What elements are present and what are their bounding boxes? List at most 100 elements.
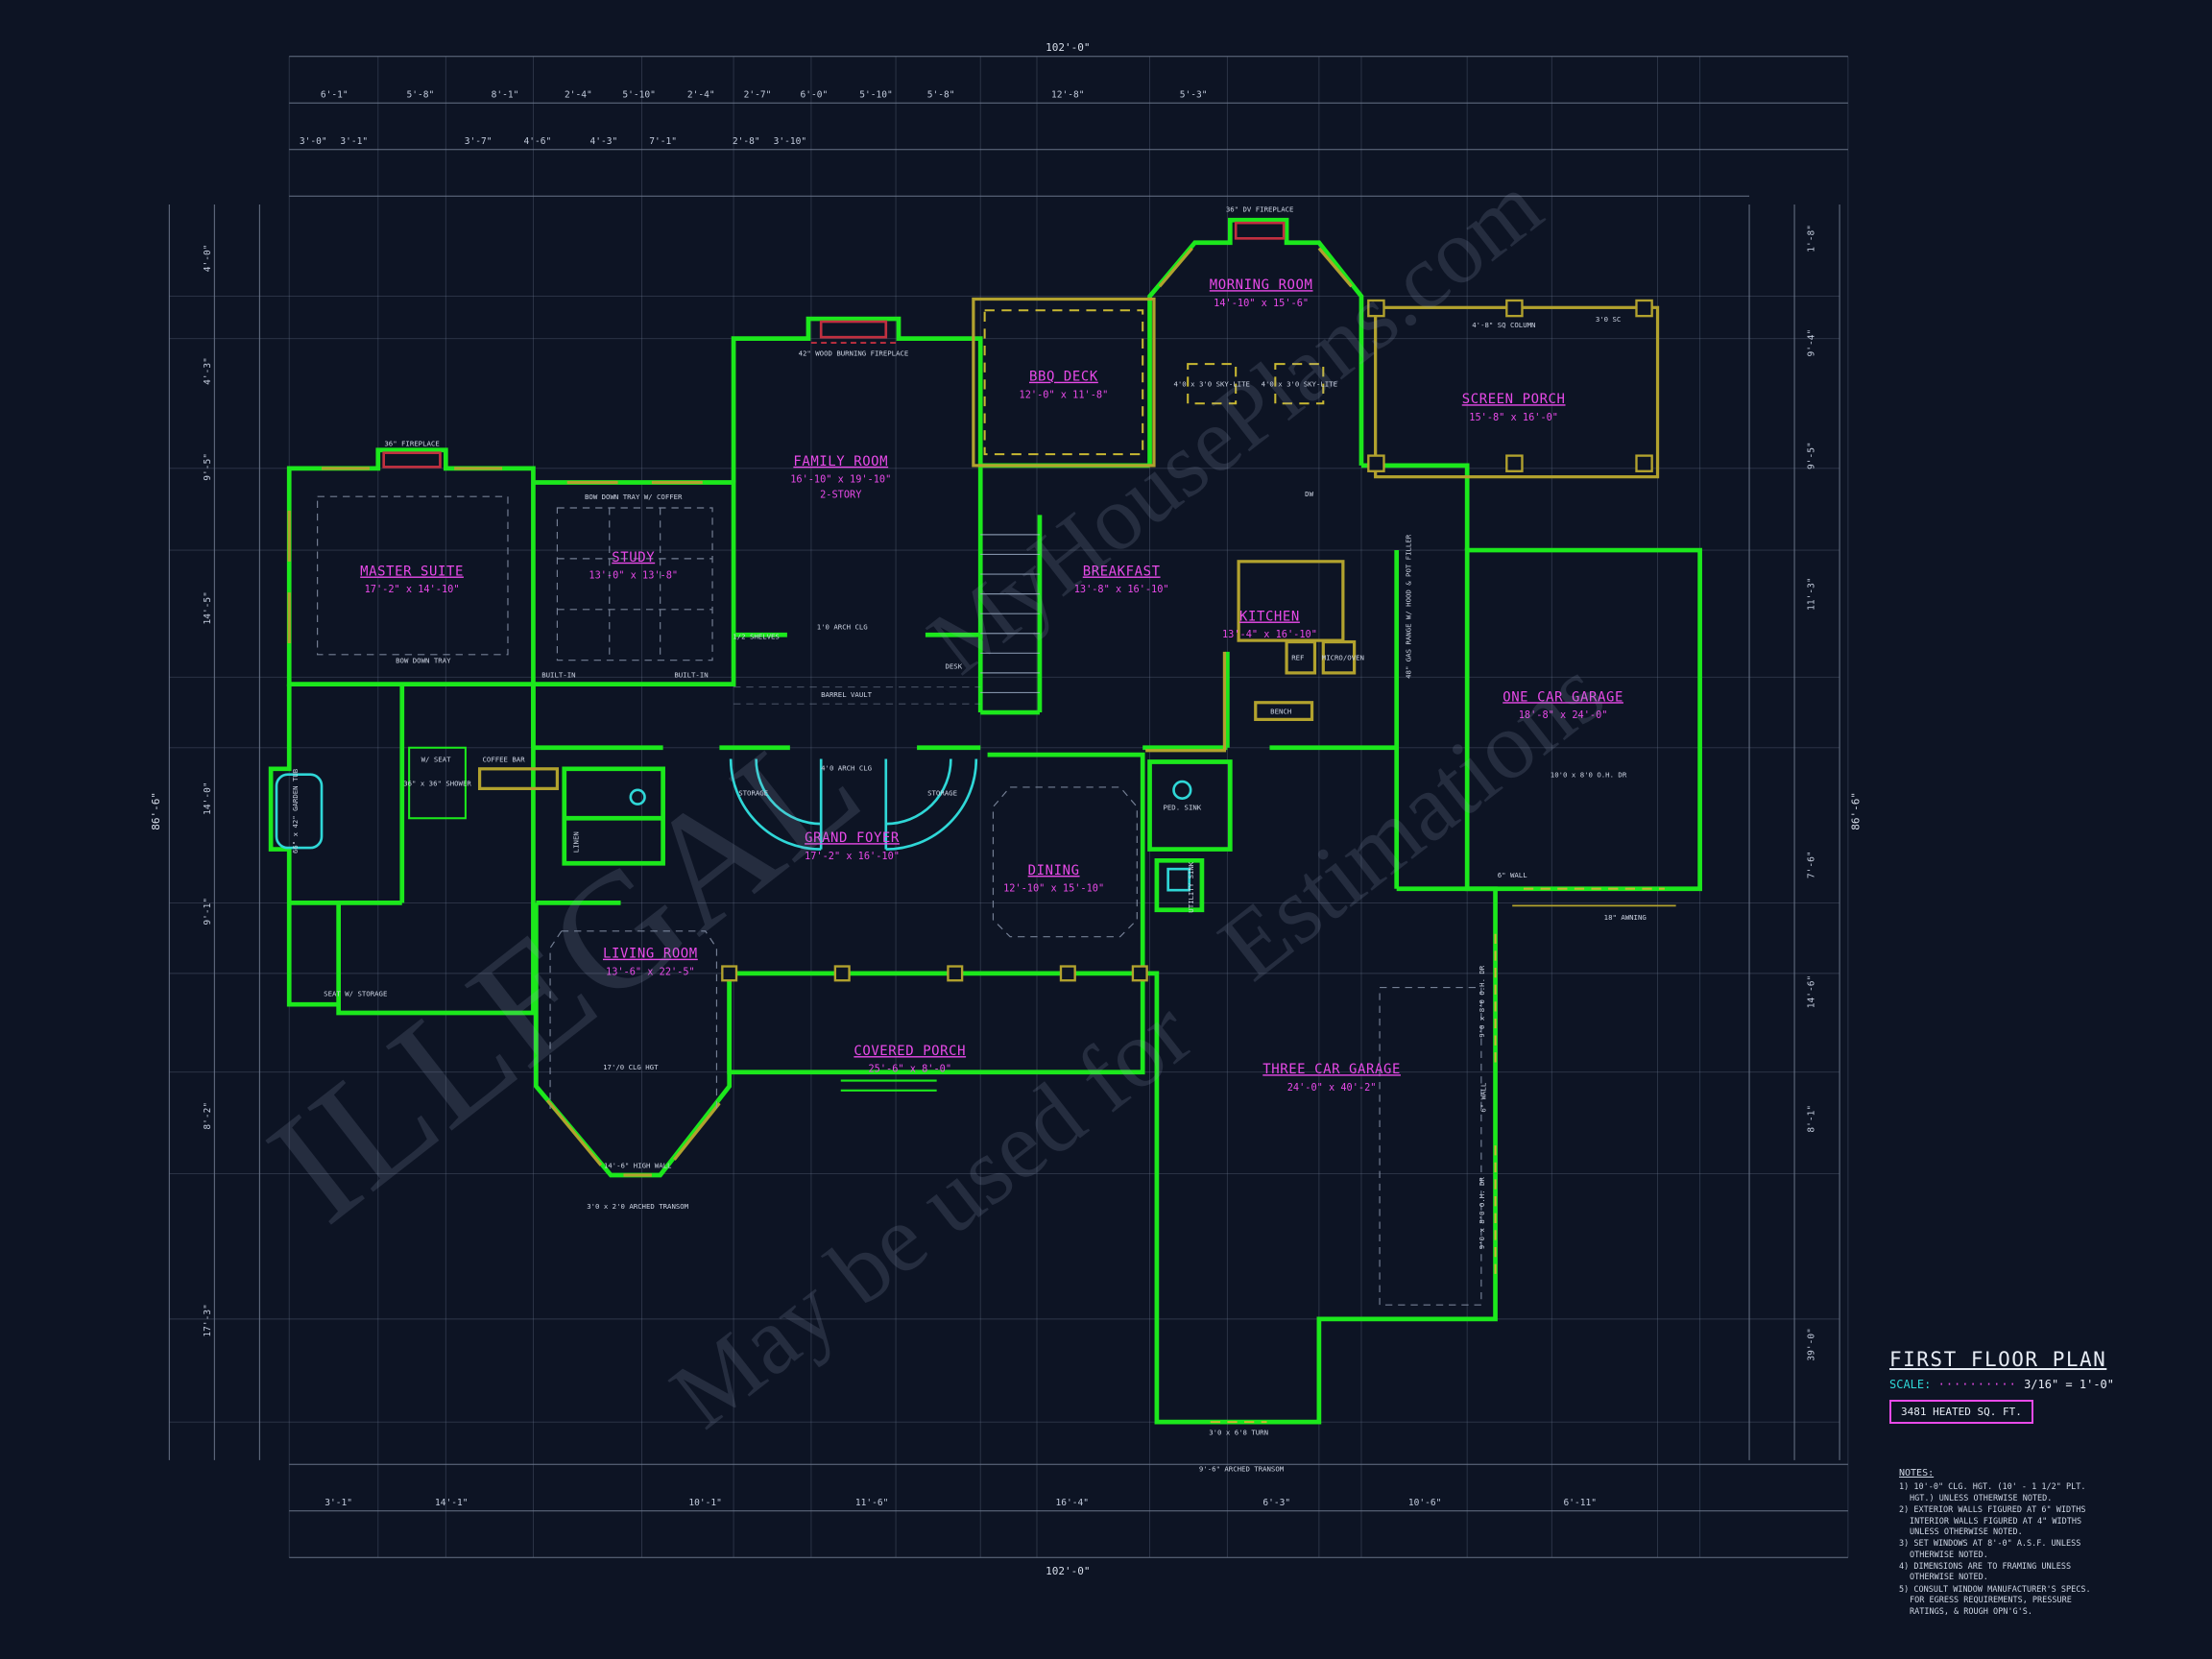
room-dims: 17'-2" x 14'-10": [365, 584, 460, 595]
sky-lite: [1274, 363, 1325, 405]
annotation: 36" x 36" SHOWER: [403, 779, 471, 787]
grand-stairs-and-fixtures: [275, 758, 1192, 892]
dim-label: 4'-6": [523, 136, 551, 147]
room-label-grand-foyer: GRAND FOYER: [805, 830, 900, 846]
dim-label: 8'-2": [203, 1102, 213, 1130]
dim-label: 1'-8": [1807, 225, 1817, 252]
room-label-one-car-garage: ONE CAR GARAGE: [1503, 689, 1623, 705]
overall-height-right: 86'-6": [1850, 792, 1863, 830]
overall-height-left: 86'-6": [150, 792, 162, 830]
dim-label: 11'-3": [1807, 577, 1817, 610]
room-dims: 14'-10" x 15'-6": [1214, 298, 1309, 309]
annotation: 3'0 x 6'8 TURN: [1209, 1428, 1268, 1436]
note-item: 1) 10'-0" CLG. HGT. (10' - 1 1/2" PLT. H…: [1899, 1482, 2086, 1503]
annotation: 14'-6" HIGH WALL: [604, 1162, 672, 1170]
garden-tub: [275, 773, 324, 850]
annotation: BENCH: [1270, 708, 1291, 716]
dim-label: 6'-3": [1262, 1498, 1290, 1508]
room-dims: 24'-0" x 40'-2": [1287, 1082, 1377, 1094]
annotation: BUILT-IN: [541, 670, 575, 679]
stair-treads: [980, 534, 1040, 694]
room-label-kitchen: KITCHEN: [1239, 610, 1300, 625]
room-dims: 12'-0" x 11'-8": [1020, 389, 1109, 400]
dim-label: 2'-4": [687, 89, 715, 100]
annotation: 48" GAS RANGE W/ HOOD & POT FILLER: [1404, 534, 1412, 679]
annotation: UTILITY SINK: [1187, 861, 1195, 913]
annotation: BUILT-IN: [674, 670, 708, 679]
dim-label: 3'-10": [774, 136, 807, 147]
morning-room-fireplace: [1234, 221, 1286, 240]
note-item: 5) CONSULT WINDOW MANUFACTURER'S SPECS. …: [1899, 1584, 2091, 1617]
dim-label: 14'-1": [435, 1498, 468, 1508]
room-extra: 2-STORY: [820, 490, 861, 501]
fireplaces: [382, 221, 1286, 469]
annotation: REF: [1291, 654, 1304, 662]
dim-label: 14'-5": [203, 591, 213, 625]
room-label-living-room: LIVING ROOM: [603, 947, 698, 962]
dim-label: 3'-7": [465, 136, 493, 147]
dim-label: 5'-3": [1180, 89, 1208, 100]
annotation: LINEN: [571, 831, 580, 853]
dim-label: 5'-8": [927, 89, 955, 100]
dim-label: 4'-3": [203, 357, 213, 385]
annotations: 36" FIREPLACE 42" WOOD BURNING FIREPLACE…: [291, 204, 1647, 1473]
title-block: FIRST FLOOR PLAN SCALE: ·········· 3/16"…: [1889, 1348, 2114, 1424]
scale-dots: ··········: [1937, 1378, 2017, 1391]
note-item: 4) DIMENSIONS ARE TO FRAMING UNLESS OTHE…: [1899, 1562, 2072, 1583]
dim-label: 2'-4": [565, 89, 592, 100]
room-dims: 13'-8" x 16'-10": [1074, 584, 1169, 595]
annotation: SEAT W/ STORAGE: [324, 989, 387, 998]
room-label-three-car-garage: THREE CAR GARAGE: [1262, 1062, 1401, 1077]
notes-heading: NOTES:: [1899, 1468, 1935, 1479]
scale-label: SCALE:: [1889, 1378, 1932, 1391]
dim-label: 14'-0": [203, 781, 213, 815]
refrigerator: [1285, 639, 1317, 675]
dim-label: 6'-0": [800, 89, 828, 100]
dim-label: 10'-6": [1408, 1498, 1442, 1508]
dim-label: 14'-6": [1807, 975, 1817, 1008]
room-dims: 13'-0" x 13'-8": [589, 569, 678, 581]
annotation: COFFEE BAR: [483, 755, 526, 763]
dim-label: 3'-1": [325, 1498, 352, 1508]
annotation: 9'0 x 8'0 O.H. DR: [1478, 965, 1486, 1038]
room-dims: 17'-2" x 16'-10": [805, 851, 900, 862]
room-label-covered-porch: COVERED PORCH: [854, 1044, 966, 1059]
annotation: DESK: [945, 661, 962, 670]
annotation: 1/2 SHELVES: [733, 633, 780, 641]
dim-label: 7'-1": [649, 136, 677, 147]
dim-label: 6'-11": [1563, 1498, 1596, 1508]
room-label-morning-room: MORNING ROOM: [1210, 277, 1313, 293]
note-item: 3) SET WINDOWS AT 8'-0" A.S.F. UNLESS OT…: [1899, 1539, 2081, 1560]
annotation: STORAGE: [927, 789, 957, 798]
sheet-title: FIRST FLOOR PLAN: [1889, 1348, 2107, 1371]
annotation: BOW DOWN TRAY W/ COFFER: [585, 493, 683, 501]
annotation: 6" WALL: [1479, 1082, 1487, 1112]
room-label-family-room: FAMILY ROOM: [793, 454, 888, 469]
ceiling-treatments: [317, 495, 1138, 1109]
room-dims: 25'-6" x 8'-0": [868, 1064, 951, 1075]
annotation: 4'0 x 3'0 SKY-LITE: [1173, 380, 1249, 389]
annotation: 36" DV FIREPLACE: [1226, 204, 1294, 213]
annotation: 4'0 x 3'0 SKY-LITE: [1262, 380, 1337, 389]
heated-sqft-box: 3481 HEATED SQ. FT.: [1889, 1400, 2033, 1424]
dim-label: 5'-10": [859, 89, 893, 100]
dim-label: 8'-1": [1807, 1105, 1817, 1133]
annotation: 9'-6" ARCHED TRANSOM: [1199, 1465, 1285, 1474]
annotation: DW: [1305, 490, 1313, 498]
annotation: 4'-8" SQ COLUMN: [1472, 321, 1535, 329]
room-dims: 15'-8" x 16'-0": [1469, 412, 1558, 423]
room-label-screen-porch: SCREEN PORCH: [1462, 392, 1566, 407]
room-labels: MASTER SUITE 17'-2" x 14'-10" STUDY 13'-…: [360, 277, 1623, 1094]
annotation: 9'0 x 8'0 O.H. DR: [1478, 1177, 1486, 1250]
dim-label: 5'-10": [622, 89, 656, 100]
annotation: 4'0 ARCH CLG: [821, 763, 872, 772]
sky-lite: [1187, 363, 1238, 405]
room-label-breakfast: BREAKFAST: [1083, 565, 1161, 580]
annotation: BARREL VAULT: [821, 690, 873, 699]
annotation: 17'/0 CLG HGT: [603, 1063, 659, 1071]
room-dims: 18'-8" x 24'-0": [1519, 709, 1608, 721]
dim-label: 6'-1": [321, 89, 349, 100]
dim-label: 9'-1": [203, 898, 213, 926]
dim-label: 3'-0": [300, 136, 327, 147]
